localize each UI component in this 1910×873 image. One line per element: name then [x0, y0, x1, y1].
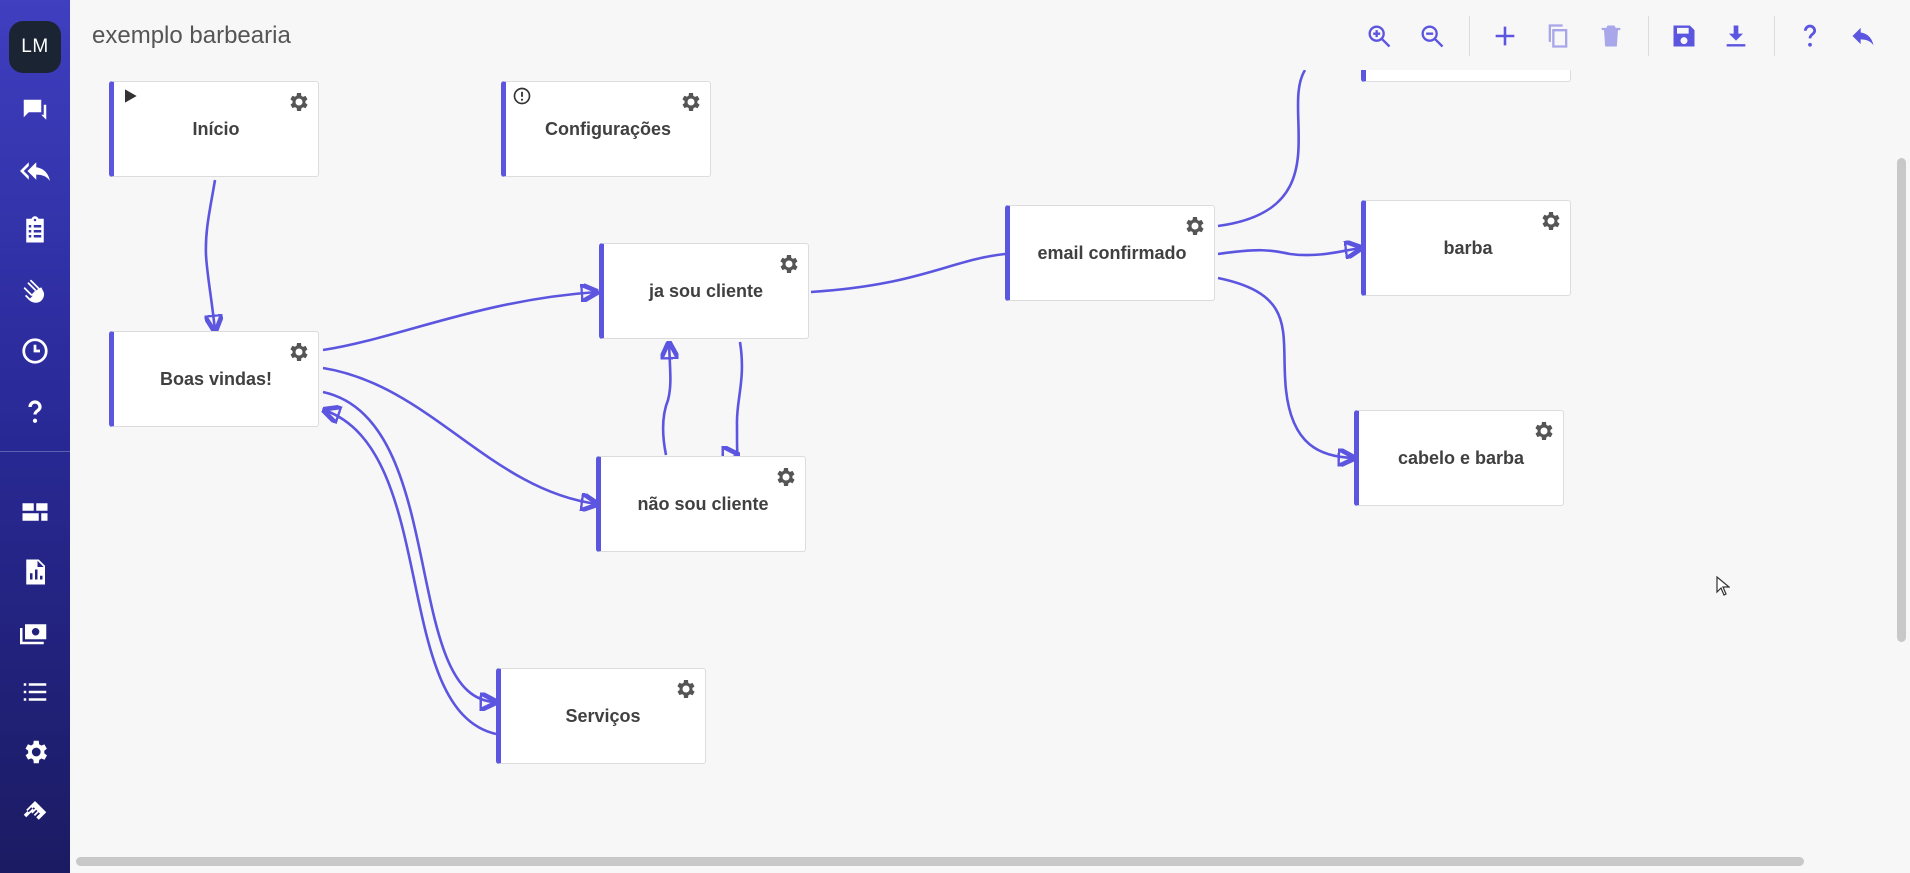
sidebar-divider: [0, 451, 70, 452]
sidebar-item-chats[interactable]: [12, 88, 58, 134]
flow-node-configuracoes[interactable]: Configurações: [501, 81, 711, 177]
node-label: não sou cliente: [637, 493, 769, 514]
sidebar: LM: [0, 0, 70, 873]
node-label: Início: [192, 118, 240, 139]
sidebar-item-dashboard[interactable]: [12, 489, 58, 535]
copy-node-button[interactable]: [1540, 18, 1576, 54]
help-icon: [1803, 24, 1817, 47]
mouse-cursor-icon: [1716, 576, 1730, 596]
gear-icon[interactable]: [776, 252, 800, 276]
add-node-button[interactable]: [1487, 18, 1523, 54]
download-icon: [1726, 25, 1746, 47]
zoom-out-icon: [1421, 25, 1444, 48]
play-icon: [120, 86, 140, 106]
clipboard-list-icon: [26, 216, 44, 243]
sidebar-item-partners[interactable]: [12, 788, 58, 834]
report-icon: [26, 559, 45, 585]
gear-icon[interactable]: [286, 90, 310, 114]
node-label: email confirmado: [1037, 242, 1187, 263]
delete-node-button[interactable]: [1593, 18, 1629, 54]
flow-node-inicio[interactable]: Início: [109, 81, 319, 177]
toolbar-divider: [1469, 16, 1470, 56]
sidebar-item-payments[interactable]: [12, 610, 58, 656]
node-label: barba: [1443, 237, 1493, 258]
flow-node-nao-sou-cliente[interactable]: não sou cliente: [596, 456, 806, 552]
flow-canvas[interactable]: Início Configurações Boas vindas! ja sou…: [70, 70, 1910, 873]
handshake-icon: [23, 801, 47, 820]
toolbar-divider: [1774, 16, 1775, 56]
flow-node-boas-vindas[interactable]: Boas vindas!: [109, 331, 319, 427]
payments-icon: [20, 624, 47, 645]
gear-icon[interactable]: [286, 340, 310, 364]
help-button[interactable]: [1792, 18, 1828, 54]
avatar[interactable]: LM: [9, 21, 61, 73]
edge-boas-vindas-ja-sou-cliente[interactable]: [322, 292, 597, 352]
edge-servicos-boas-vindas[interactable]: [324, 410, 497, 736]
sidebar-item-settings[interactable]: [12, 729, 58, 775]
horizontal-scrollbar[interactable]: [76, 857, 1804, 866]
sidebar-item-quick-replies[interactable]: [12, 148, 58, 194]
zoom-out-button[interactable]: [1414, 18, 1450, 54]
help-icon: [28, 400, 42, 423]
delete-icon: [1601, 25, 1621, 47]
sidebar-item-help[interactable]: [12, 389, 58, 435]
sidebar-item-schedule[interactable]: [12, 328, 58, 374]
undo-icon: [1852, 27, 1874, 46]
waving-hand-icon: [23, 279, 45, 303]
sidebar-item-tasks[interactable]: [12, 207, 58, 253]
gear-icon[interactable]: [1182, 214, 1206, 238]
sidebar-item-reports[interactable]: [12, 549, 58, 595]
node-label: Boas vindas!: [159, 368, 273, 389]
edge-nao-sou-cliente-ja-sou-cliente[interactable]: [663, 343, 670, 456]
gear-icon[interactable]: [1538, 209, 1562, 233]
add-icon: [1495, 26, 1515, 46]
alert-circle-icon: [512, 86, 532, 106]
gear-icon[interactable]: [673, 677, 697, 701]
sidebar-item-list[interactable]: [12, 669, 58, 715]
copy-icon: [1548, 24, 1568, 48]
toolbar-divider: [1648, 16, 1649, 56]
flow-node-cabelo-e-barba[interactable]: cabelo e barba: [1354, 410, 1564, 506]
clock-icon: [22, 338, 48, 364]
save-icon: [1673, 25, 1695, 47]
reply-all-icon: [20, 162, 50, 181]
flow-node-email-confirmado[interactable]: email confirmado: [1005, 205, 1215, 301]
toolbar: exemplo barbearia: [70, 0, 1910, 71]
save-button[interactable]: [1666, 18, 1702, 54]
flow-node-offscreen[interactable]: [1361, 70, 1571, 82]
list-icon: [23, 683, 47, 701]
sidebar-item-greetings[interactable]: [12, 268, 58, 314]
node-label: Configurações: [544, 118, 672, 139]
node-label: ja sou cliente: [648, 280, 764, 301]
vertical-scrollbar[interactable]: [1897, 158, 1906, 642]
edge-inicio-boas-vindas[interactable]: [206, 179, 215, 331]
edge-ja-sou-cliente-nao-sou-cliente[interactable]: [737, 341, 744, 455]
node-label: Serviços: [565, 705, 641, 726]
undo-button[interactable]: [1845, 18, 1881, 54]
edge-email-confirmado-cabelo-e-barba[interactable]: [1217, 276, 1354, 458]
flow-edges: [70, 70, 1910, 736]
settings-icon: [25, 740, 48, 764]
zoom-in-icon: [1368, 25, 1391, 48]
edge-email-confirmado-offscreen[interactable]: [1217, 70, 1307, 228]
chat-bubbles-icon: [23, 99, 47, 120]
node-label: cabelo e barba: [1397, 447, 1525, 468]
gear-icon[interactable]: [1531, 419, 1555, 443]
flow-node-barba[interactable]: barba: [1361, 200, 1571, 296]
dashboard-icon: [22, 503, 48, 521]
gear-icon[interactable]: [678, 90, 702, 114]
flow-node-servicos[interactable]: Serviços: [496, 668, 706, 764]
flow-node-ja-sou-cliente[interactable]: ja sou cliente: [599, 243, 809, 339]
gear-icon[interactable]: [773, 465, 797, 489]
page-title: exemplo barbearia: [92, 22, 291, 49]
edge-email-confirmado-barba[interactable]: [1217, 248, 1361, 255]
zoom-in-button[interactable]: [1361, 18, 1397, 54]
edge-boas-vindas-servicos[interactable]: [322, 390, 496, 702]
edge-boas-vindas-nao-sou-cliente[interactable]: [322, 366, 597, 504]
download-button[interactable]: [1718, 18, 1754, 54]
